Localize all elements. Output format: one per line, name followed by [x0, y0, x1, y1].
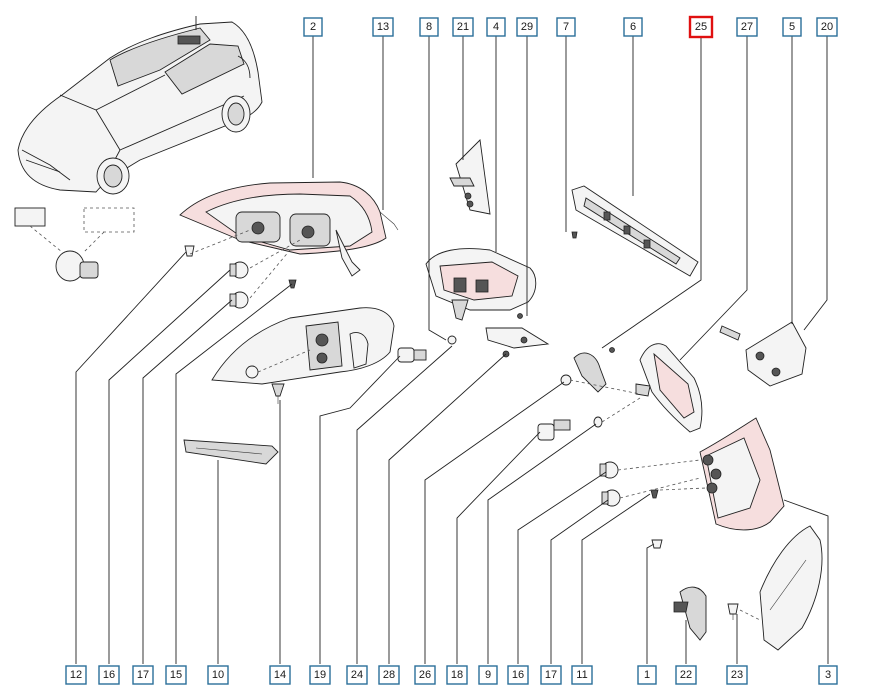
bulb-inset — [14, 207, 135, 282]
label-box-1[interactable]: 1 — [637, 665, 657, 685]
label-box-11[interactable]: 11 — [571, 665, 593, 685]
label-text: 27 — [741, 21, 753, 33]
label-text: 29 — [521, 21, 533, 33]
label-box-19[interactable]: 19 — [309, 665, 331, 685]
label-text: 2 — [310, 21, 316, 33]
lens-3 — [759, 525, 823, 651]
bulbs-right — [599, 461, 663, 549]
label-box-17b[interactable]: 17 — [540, 665, 562, 685]
label-text: 11 — [576, 669, 587, 681]
label-text: 14 — [274, 669, 286, 681]
label-box-24[interactable]: 24 — [346, 665, 368, 685]
label-text: 9 — [485, 669, 491, 681]
label-box-12[interactable]: 12 — [65, 665, 87, 685]
label-box-7[interactable]: 7 — [556, 17, 576, 37]
label-box-9[interactable]: 9 — [478, 665, 498, 685]
label-text: 21 — [457, 21, 469, 33]
label-box-20[interactable]: 20 — [816, 17, 838, 37]
leader-lines — [75, 36, 829, 664]
label-text: 7 — [563, 21, 569, 33]
label-text: 6 — [630, 21, 636, 33]
label-box-17[interactable]: 17 — [132, 665, 154, 685]
part-22 — [673, 586, 707, 641]
connector-24 — [397, 335, 457, 363]
label-text: 22 — [680, 669, 692, 681]
label-box-5[interactable]: 5 — [782, 17, 802, 37]
label-box-14[interactable]: 14 — [269, 665, 291, 685]
label-text: 19 — [314, 669, 326, 681]
label-box-29[interactable]: 29 — [516, 17, 538, 37]
trim-6 — [571, 185, 699, 277]
rear-lamp-inner-left — [211, 307, 395, 404]
label-box-18[interactable]: 18 — [446, 665, 468, 685]
assembly-dashes — [189, 229, 761, 621]
label-text: 17 — [137, 669, 149, 681]
car-illustration — [17, 16, 263, 195]
label-text: 16 — [103, 669, 115, 681]
bracket-28-29 — [485, 313, 550, 358]
rear-lamp-inner-right — [560, 343, 703, 433]
label-text: 24 — [351, 669, 363, 681]
label-text: 4 — [493, 21, 499, 33]
label-text: 18 — [451, 669, 463, 681]
label-text: 3 — [825, 669, 831, 681]
screw-23 — [727, 603, 739, 620]
label-box-16[interactable]: 16 — [98, 665, 120, 685]
label-text: 8 — [426, 21, 432, 33]
label-text: 13 — [377, 21, 389, 33]
label-text: 1 — [644, 669, 650, 681]
label-text: 23 — [731, 669, 743, 681]
rear-lamp-housing-left — [179, 181, 399, 277]
bracket-20 — [719, 321, 807, 387]
label-box-6[interactable]: 6 — [623, 17, 643, 37]
label-box-27[interactable]: 27 — [736, 17, 758, 37]
label-box-10[interactable]: 10 — [207, 665, 229, 685]
label-box-16b[interactable]: 16 — [507, 665, 529, 685]
bulbs-left — [184, 245, 297, 309]
center-lamp-4 — [425, 248, 537, 321]
label-text: 25 — [695, 21, 707, 33]
label-box-8[interactable]: 8 — [419, 17, 439, 37]
label-text: 5 — [789, 21, 795, 33]
label-text: 26 — [419, 669, 431, 681]
label-box-3[interactable]: 3 — [818, 665, 838, 685]
label-box-23[interactable]: 23 — [726, 665, 748, 685]
label-box-26[interactable]: 26 — [414, 665, 436, 685]
connector-18 — [537, 416, 603, 441]
label-text: 20 — [821, 21, 833, 33]
label-box-22[interactable]: 22 — [675, 665, 697, 685]
rear-lamp-outer-right — [699, 417, 785, 531]
label-box-25-selected[interactable]: 25 — [688, 15, 714, 39]
label-text: 28 — [383, 669, 395, 681]
label-text: 17 — [545, 669, 557, 681]
bracket-21 — [449, 139, 491, 215]
label-box-13[interactable]: 13 — [372, 17, 394, 37]
label-box-4[interactable]: 4 — [486, 17, 506, 37]
label-box-2[interactable]: 2 — [303, 17, 323, 37]
label-box-28[interactable]: 28 — [378, 665, 400, 685]
reflector-10 — [183, 439, 279, 465]
label-text: 16 — [512, 669, 524, 681]
label-box-21[interactable]: 21 — [452, 17, 474, 37]
label-text: 15 — [170, 669, 182, 681]
label-text: 12 — [70, 669, 82, 681]
label-box-15[interactable]: 15 — [165, 665, 187, 685]
label-text: 10 — [212, 669, 224, 681]
